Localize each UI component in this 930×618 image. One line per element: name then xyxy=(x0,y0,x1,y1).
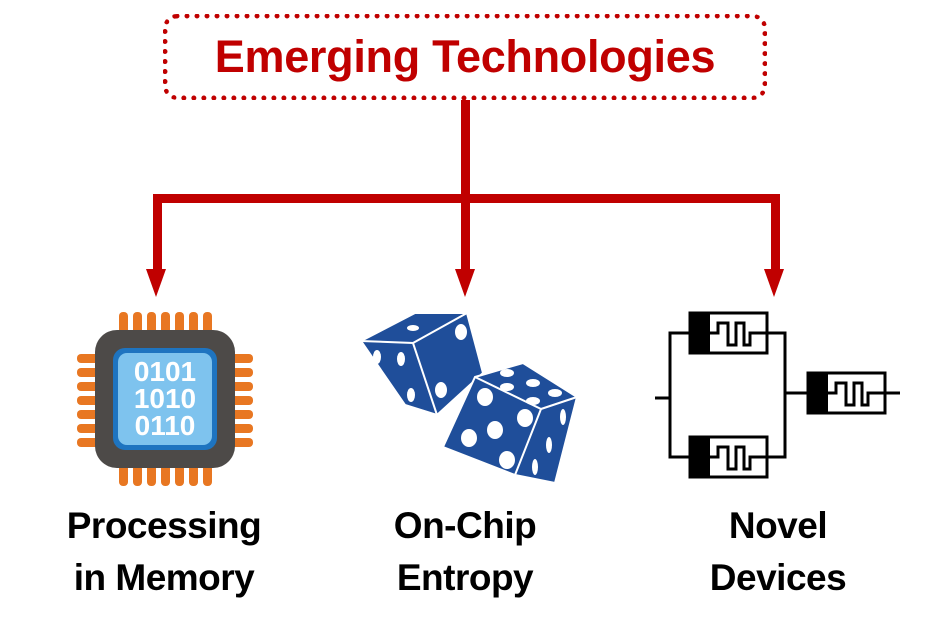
die-front xyxy=(441,361,579,485)
branch-left-line xyxy=(153,194,162,269)
branch-right-line xyxy=(771,194,780,269)
arrowhead-left xyxy=(146,269,166,297)
memristor-symbol xyxy=(806,371,887,415)
arrowhead-right xyxy=(764,269,784,297)
chip-bits-row-1: 0101 xyxy=(134,356,196,387)
title-box: Emerging Technologies xyxy=(163,14,767,100)
label-novel-devices: Novel Devices xyxy=(648,500,908,604)
arrowhead-center xyxy=(455,269,475,297)
trunk-line xyxy=(461,100,470,203)
label-line-1: On-Chip xyxy=(393,505,537,546)
label-line-2: in Memory xyxy=(73,557,255,598)
dice-icon xyxy=(359,312,579,485)
label-line-1: Processing xyxy=(66,505,262,546)
memristor-circuit-icon xyxy=(655,311,900,479)
label-line-1: Novel xyxy=(728,505,828,546)
memory-chip-icon: 0101 1010 0110 xyxy=(77,312,253,486)
memristor-symbol xyxy=(688,311,769,355)
chip-bits-row-3: 0110 xyxy=(135,410,196,441)
label-processing-in-memory: Processing in Memory xyxy=(34,500,294,604)
diagram-title: Emerging Technologies xyxy=(214,31,716,82)
branch-center-line xyxy=(461,194,470,269)
die-back xyxy=(359,312,485,417)
chip-bits-row-2: 1010 xyxy=(134,383,196,414)
label-line-2: Devices xyxy=(709,557,847,598)
label-on-chip-entropy: On-Chip Entropy xyxy=(335,500,595,604)
memristor-symbol xyxy=(688,435,769,479)
label-line-2: Entropy xyxy=(396,557,534,598)
